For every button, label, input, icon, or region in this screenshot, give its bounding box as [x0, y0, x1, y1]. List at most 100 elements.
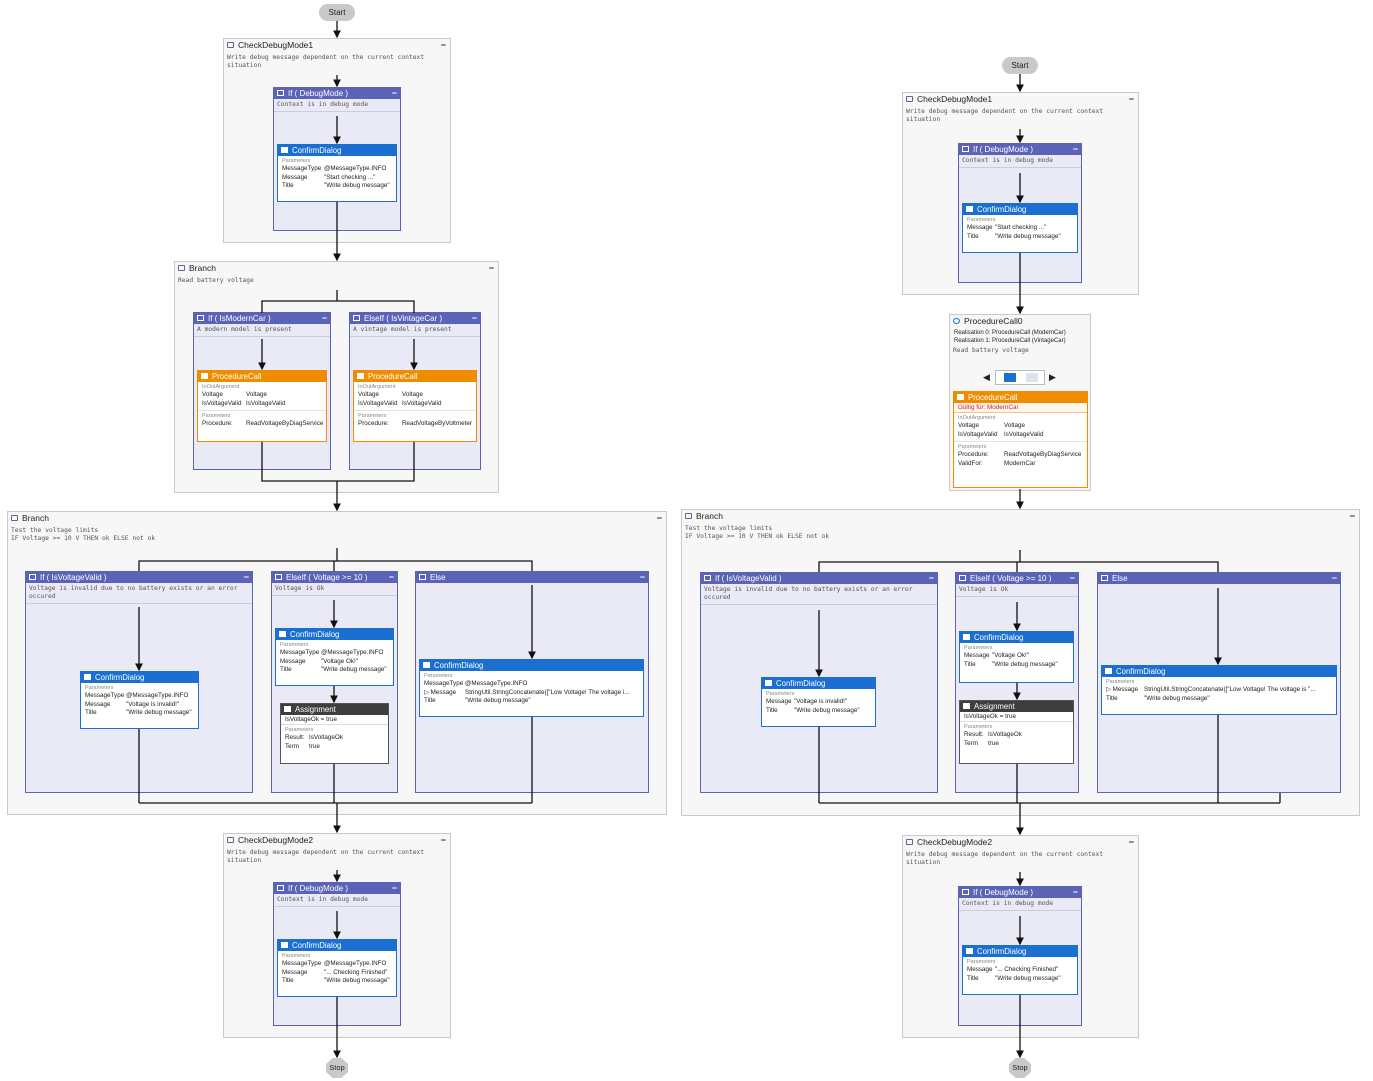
- parameters-label: Parameters: [958, 444, 987, 450]
- param-value: "Write debug message": [995, 974, 1061, 982]
- confirm-dialog-voltage-ok[interactable]: ConfirmDialog Parameters MessageType@Mes…: [275, 628, 394, 686]
- condition-description: Voltage is invalid due to no battery exi…: [26, 583, 252, 604]
- realisation-0-icon[interactable]: [1004, 373, 1016, 382]
- sequence-icon: [227, 837, 234, 843]
- activity-title: ConfirmDialog: [1116, 667, 1166, 676]
- dialog-icon: [966, 206, 973, 212]
- param-value: IsVoltageValid: [1004, 430, 1044, 438]
- parameters-label: Parameters: [285, 727, 314, 733]
- condition-description: Voltage is Ok: [272, 583, 397, 596]
- condition-icon: [962, 146, 969, 152]
- param-value: @MessageType.INFO: [321, 649, 384, 656]
- assignment-expression: IsVoltageOk = true: [281, 715, 388, 725]
- collapse-button[interactable]: −: [391, 88, 397, 98]
- assignment-voltage-ok[interactable]: Assignment IsVoltageOk = true Parameters…: [280, 703, 389, 764]
- stop-node[interactable]: Stop: [1009, 1058, 1031, 1078]
- sequence-title: CheckDebugMode2: [917, 837, 993, 847]
- chevron-left-icon[interactable]: ◀: [983, 372, 990, 382]
- param-key: Voltage: [358, 391, 380, 398]
- param-value: @MessageType.INFO: [126, 692, 189, 699]
- collapse-button[interactable]: −: [440, 835, 446, 845]
- param-key: Title: [766, 706, 778, 714]
- collapse-button[interactable]: −: [1069, 573, 1075, 583]
- condition-icon: [353, 315, 360, 321]
- confirm-dialog-invalid[interactable]: ConfirmDialog Parameters MessageType@Mes…: [80, 671, 199, 729]
- confirm-dialog-low-voltage[interactable]: ConfirmDialog Parameters MessageType@Mes…: [419, 659, 644, 717]
- sequence-description: Write debug message dependent on the cur…: [227, 54, 428, 69]
- param-value: "Write debug message": [992, 660, 1058, 668]
- collapse-button[interactable]: −: [391, 883, 397, 893]
- collapse-button[interactable]: −: [1072, 887, 1078, 897]
- inout-label: InOutArgument: [202, 384, 240, 390]
- parameters-label: Parameters: [1106, 679, 1135, 685]
- confirm-dialog[interactable]: ConfirmDialog Parameters MessageType@Mes…: [277, 144, 397, 202]
- collapse-button[interactable]: −: [1128, 94, 1134, 104]
- condition-description: Context is in debug mode: [274, 894, 400, 907]
- confirm-dialog[interactable]: ConfirmDialog Parameters Message"... Che…: [962, 945, 1078, 995]
- param-key: Title: [967, 232, 979, 240]
- param-key: Message: [766, 698, 792, 705]
- realisation-navigator: ◀ ▶: [983, 370, 1059, 386]
- collapse-button[interactable]: −: [388, 572, 394, 582]
- param-value: "Write debug message": [465, 697, 531, 704]
- param-key: MessageType: [282, 165, 322, 172]
- realisation-tabs[interactable]: [995, 370, 1045, 385]
- activity-title: Assignment: [295, 705, 336, 714]
- condition-icon: [419, 574, 426, 580]
- param-key: Title: [280, 666, 292, 673]
- condition-description: Voltage is invalid due to no battery exi…: [701, 584, 937, 605]
- assignment-icon: [963, 703, 970, 709]
- param-key: Procedure:: [958, 451, 989, 458]
- collapse-button[interactable]: −: [656, 513, 662, 523]
- collapse-button[interactable]: −: [321, 313, 327, 323]
- collapse-button[interactable]: −: [1128, 837, 1134, 847]
- param-key: Voltage: [202, 391, 224, 398]
- activity-title: ProcedureCall: [368, 372, 418, 381]
- condition-description: Context is in debug mode: [959, 155, 1081, 168]
- collapse-button[interactable]: −: [639, 572, 645, 582]
- param-value: "Voltage is invalid!": [126, 700, 180, 708]
- start-node[interactable]: Start: [319, 4, 355, 21]
- confirm-dialog-invalid[interactable]: ConfirmDialog Parameters Message"Voltage…: [761, 677, 876, 727]
- branch-title: Branch: [696, 511, 723, 521]
- collapse-button[interactable]: −: [243, 572, 249, 582]
- confirm-dialog[interactable]: ConfirmDialog Parameters Message"Start c…: [962, 203, 1078, 253]
- condition-title: ElseIf ( Voltage >= 10 ): [970, 574, 1052, 583]
- condition-description: Voltage is Ok: [956, 584, 1078, 597]
- collapse-button[interactable]: −: [928, 573, 934, 583]
- collapse-button[interactable]: −: [1349, 511, 1355, 521]
- procedure-call-modern[interactable]: ProcedureCall Gültig für: ModernCar InOu…: [953, 391, 1088, 488]
- param-value: "Start checking ...": [995, 224, 1047, 231]
- activity-title: ConfirmDialog: [95, 673, 145, 682]
- procedure-call-vintage[interactable]: ProcedureCall InOutArgument Voltage Volta…: [353, 370, 477, 442]
- collapse-button[interactable]: −: [440, 40, 446, 50]
- condition-icon: [29, 574, 36, 580]
- chevron-right-icon[interactable]: ▶: [1049, 372, 1056, 382]
- confirm-dialog[interactable]: ConfirmDialog Parameters MessageType@Mes…: [277, 939, 397, 997]
- condition-title: If ( DebugMode ): [973, 145, 1034, 154]
- collapse-button[interactable]: −: [488, 263, 494, 273]
- param-value: "Write debug message": [324, 182, 390, 189]
- collapse-button[interactable]: −: [471, 313, 477, 323]
- collapse-button[interactable]: −: [1072, 144, 1078, 154]
- collapse-button[interactable]: −: [1331, 573, 1337, 583]
- condition-icon: [704, 575, 711, 581]
- inout-label: InOutArgument: [358, 384, 396, 390]
- realisation-1-icon[interactable]: [1026, 373, 1038, 382]
- condition-title: If ( DebugMode ): [288, 89, 349, 98]
- param-key: Message: [282, 173, 308, 181]
- param-value: "Write debug message": [1144, 694, 1210, 702]
- stop-node[interactable]: Stop: [326, 1058, 348, 1078]
- dialog-icon: [765, 680, 772, 686]
- assignment-voltage-ok[interactable]: Assignment IsVoltageOk = true Parameters…: [959, 700, 1074, 764]
- sequence-description: Write debug message dependent on the cur…: [906, 108, 1107, 123]
- confirm-dialog-voltage-ok[interactable]: ConfirmDialog Parameters Message"Voltage…: [959, 631, 1074, 683]
- realisation-0: Realisation 0: ProcedureCall (ModernCar): [954, 330, 1066, 336]
- condition-icon: [962, 889, 969, 895]
- condition-description: A modern model is present: [194, 324, 330, 337]
- branch-description: Read battery voltage: [178, 277, 254, 284]
- param-value: Voltage: [402, 391, 424, 398]
- start-node[interactable]: Start: [1002, 57, 1038, 74]
